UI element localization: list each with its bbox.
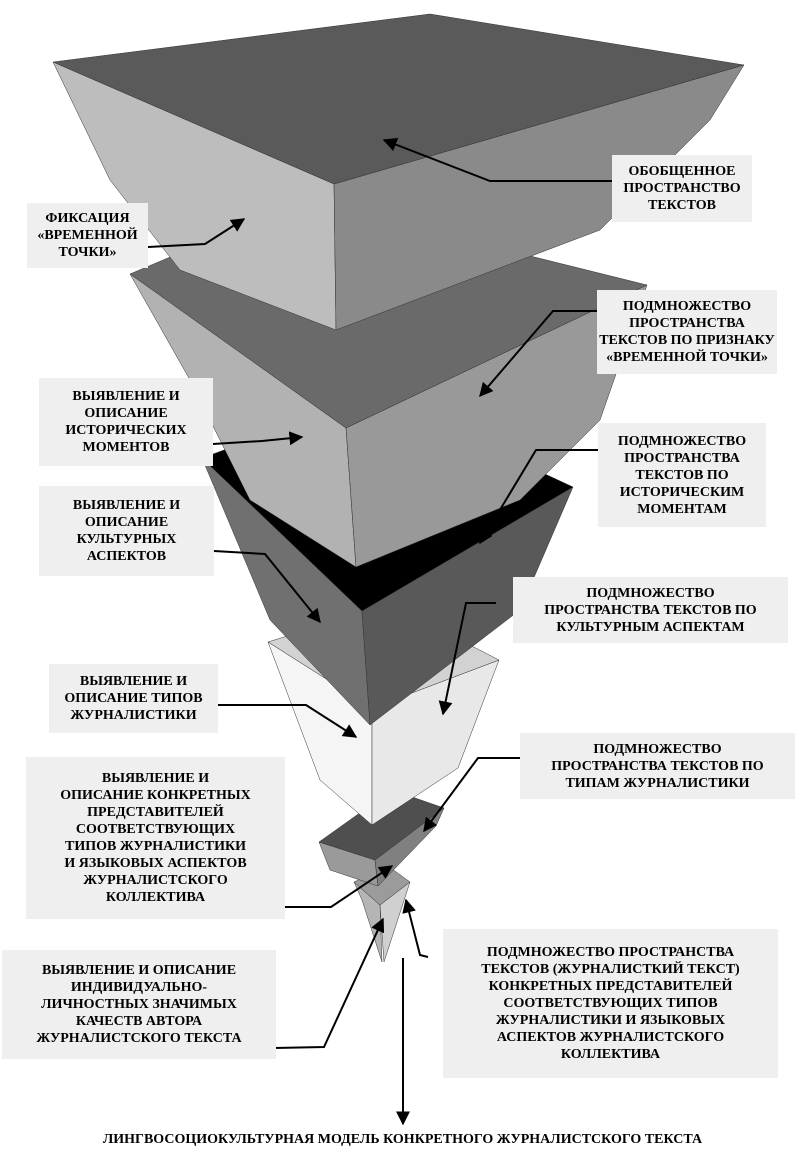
label-line: ЖУРНАЛИСТИКИ [70, 707, 196, 724]
label-line: ПРОСТРАНСТВА [624, 450, 740, 467]
label-line: ВЫЯВЛЕНИЕ И ОПИСАНИЕ [42, 962, 236, 979]
arrow-author-qualities [274, 919, 383, 1048]
label-line: ПОДМНОЖЕСТВО [618, 433, 746, 450]
label-line: ПОДМНОЖЕСТВО [623, 298, 751, 315]
label-line: КАЧЕСТВ АВТОРА [76, 1013, 202, 1030]
label-line: ОПИСАНИЕ [85, 514, 168, 531]
label-line: ЖУРНАЛИСТСКОГО [83, 872, 228, 889]
label-line: ВЫЯВЛЕНИЕ И [80, 673, 187, 690]
label-line: ПРЕДСТАВИТЕЛЕЙ [87, 804, 224, 821]
label-line: ОПИСАНИЕ КОНКРЕТНЫХ [60, 787, 251, 804]
label-line: ПРОСТРАНСТВА [629, 315, 745, 332]
diagram-caption: ЛИНГВОСОЦИОКУЛЬТУРНАЯ МОДЕЛЬ КОНКРЕТНОГО… [0, 1132, 805, 1148]
label-line: ЖУРНАЛИСТСКОГО ТЕКСТА [36, 1030, 241, 1047]
label-line: ТЕКСТОВ ПО [635, 467, 728, 484]
label-line: ОПИСАНИЕ ТИПОВ [64, 690, 202, 707]
label-line: МОМЕНТАМ [637, 501, 727, 518]
label-line: КОНКРЕТНЫХ ПРЕДСТАВИТЕЛЕЙ [489, 978, 733, 995]
label-line: ВЫЯВЛЕНИЕ И [102, 770, 209, 787]
label-line: КОЛЛЕКТИВА [561, 1046, 660, 1063]
label-line: «ВРЕМЕННОЙ [37, 227, 137, 244]
label-line: ОПИСАНИЕ [84, 405, 167, 422]
label-line: ТИПОВ ЖУРНАЛИСТИКИ [65, 838, 246, 855]
label-line: ПРОСТРАНСТВО [623, 180, 740, 197]
label-line: КОЛЛЕКТИВА [106, 889, 205, 906]
label-line: ОБОБЩЕННОЕ [629, 163, 736, 180]
label-line: И ЯЗЫКОВЫХ АСПЕКТОВ [64, 855, 246, 872]
label-line: ПОДМНОЖЕСТВО ПРОСТРАНСТВА [487, 944, 734, 961]
arrow-subset-journalist-text [406, 900, 428, 957]
label-line: ПРОСТРАНСТВА ТЕКСТОВ ПО [551, 758, 763, 775]
label-line: ИСТОРИЧЕСКИМ [620, 484, 744, 501]
label-line: ЖУРНАЛИСТИКИ И ЯЗЫКОВЫХ [496, 1012, 725, 1029]
label-line: ПОДМНОЖЕСТВО [593, 741, 721, 758]
label-line: ТЕКСТОВ [648, 197, 716, 214]
label-line: ВЫЯВЛЕНИЕ И [73, 497, 180, 514]
label-line: КУЛЬТУРНЫХ [77, 531, 177, 548]
label-line: ПРОСТРАНСТВА ТЕКСТОВ ПО [544, 602, 756, 619]
label-line: АСПЕКТОВ [87, 548, 166, 565]
label-line: ТИПАМ ЖУРНАЛИСТИКИ [565, 775, 749, 792]
label-line: КУЛЬТУРНЫМ АСПЕКТАМ [556, 619, 744, 636]
label-line: ИНДИВИДУАЛЬНО- [71, 979, 207, 996]
label-line: ЛИЧНОСТНЫХ ЗНАЧИМЫХ [41, 996, 237, 1013]
label-line: ПОДМНОЖЕСТВО [586, 585, 714, 602]
label-line: МОМЕНТОВ [83, 439, 170, 456]
label-line: СООТВЕТСТВУЮЩИХ ТИПОВ [503, 995, 717, 1012]
label-line: СООТВЕТСТВУЮЩИХ [76, 821, 235, 838]
label-line: ИСТОРИЧЕСКИХ [65, 422, 186, 439]
label-line: «ВРЕМЕННОЙ ТОЧКИ» [606, 349, 768, 366]
label-line: ТЕКСТОВ ПО ПРИЗНАКУ [599, 332, 775, 349]
label-line: ТОЧКИ» [58, 244, 116, 261]
label-line: ФИКСАЦИЯ [45, 210, 129, 227]
label-line: ТЕКСТОВ (ЖУРНАЛИСТКИЙ ТЕКСТ) [481, 961, 739, 978]
label-line: ВЫЯВЛЕНИЕ И [72, 388, 179, 405]
label-line: АСПЕКТОВ ЖУРНАЛИСТСКОГО [497, 1029, 724, 1046]
